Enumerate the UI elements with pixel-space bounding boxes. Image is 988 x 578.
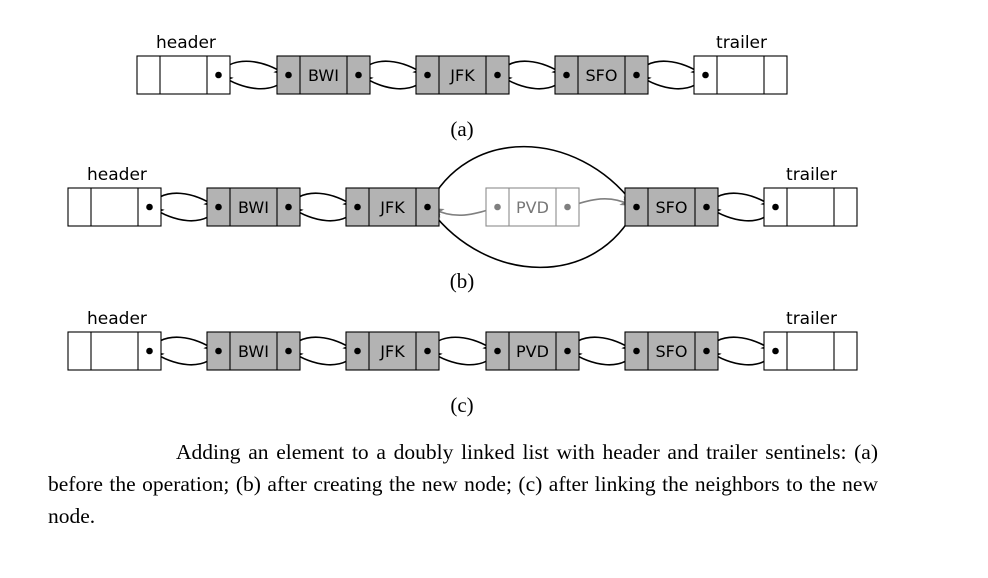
node-jfk (345, 331, 440, 371)
pointer-dot (146, 203, 153, 211)
pointer-dot (215, 203, 222, 211)
nodes-layer (67, 55, 858, 371)
subcaption-c: (c) (450, 393, 473, 417)
pointer-dot (354, 203, 361, 211)
node-label-pvd: PVD (516, 342, 549, 361)
pointer-dot (564, 203, 571, 211)
node-label-jfk: JFK (449, 66, 475, 85)
pointer-dot (563, 71, 570, 79)
pointer-dot (355, 71, 362, 79)
pointer-dot (703, 203, 710, 211)
new-node-pvd (485, 187, 580, 227)
pointer-dot (285, 347, 292, 355)
subcaption-a: (a) (450, 117, 473, 141)
trailer-sentinel (693, 55, 788, 95)
pointer-dot (146, 347, 153, 355)
node-label-bwi: BWI (238, 342, 269, 361)
trailer-label: trailer (786, 309, 837, 329)
pointer-dot (633, 71, 640, 79)
pointer-dot (772, 203, 779, 211)
pointer-dot (633, 203, 640, 211)
node-label-jfk: JFK (379, 342, 405, 361)
node-label-sfo: SFO (586, 66, 618, 85)
subcaption-b: (b) (450, 269, 475, 293)
pointer-dot (424, 347, 431, 355)
pointer-dot (703, 347, 710, 355)
jfk-sfo-next-arrow (426, 145, 635, 208)
pointer-dot (772, 347, 779, 355)
node-bwi (206, 331, 301, 371)
sfo-jfk-prev-arrow (429, 206, 638, 269)
trailer-label: trailer (786, 165, 837, 185)
node-label-bwi: BWI (308, 66, 339, 85)
trailer-sentinel (763, 331, 858, 371)
node-label-jfk: JFK (379, 198, 405, 217)
header-sentinel (136, 55, 231, 95)
node-label-pvd: PVD (516, 198, 549, 217)
pointer-dot (564, 347, 571, 355)
pointer-dot (424, 203, 431, 211)
pointer-dot (215, 71, 222, 79)
node-bwi (276, 55, 371, 95)
node-sfo (624, 331, 719, 371)
pointer-dot (285, 71, 292, 79)
pointer-dot (494, 71, 501, 79)
header-sentinel (67, 187, 162, 227)
header-label: header (87, 309, 147, 329)
pointer-dot (215, 347, 222, 355)
node-sfo (554, 55, 649, 95)
trailer-label: trailer (716, 33, 767, 53)
figure-caption: Adding an element to a doubly linked lis… (48, 440, 878, 528)
pointer-dot (285, 203, 292, 211)
node-jfk (345, 187, 440, 227)
header-label: header (87, 165, 147, 185)
pointer-dot (702, 71, 709, 79)
node-bwi (206, 187, 301, 227)
pointer-dot (633, 347, 640, 355)
trailer-sentinel (763, 187, 858, 227)
node-sfo (624, 187, 719, 227)
node-label-bwi: BWI (238, 198, 269, 217)
header-label: header (156, 33, 216, 53)
node-label-sfo: SFO (656, 198, 688, 217)
pointer-dot (494, 203, 501, 211)
node-jfk (415, 55, 510, 95)
node-pvd (485, 331, 580, 371)
pointer-dot (354, 347, 361, 355)
node-label-sfo: SFO (656, 342, 688, 361)
pointer-dot (494, 347, 501, 355)
header-sentinel (67, 331, 162, 371)
pointer-dot (424, 71, 431, 79)
